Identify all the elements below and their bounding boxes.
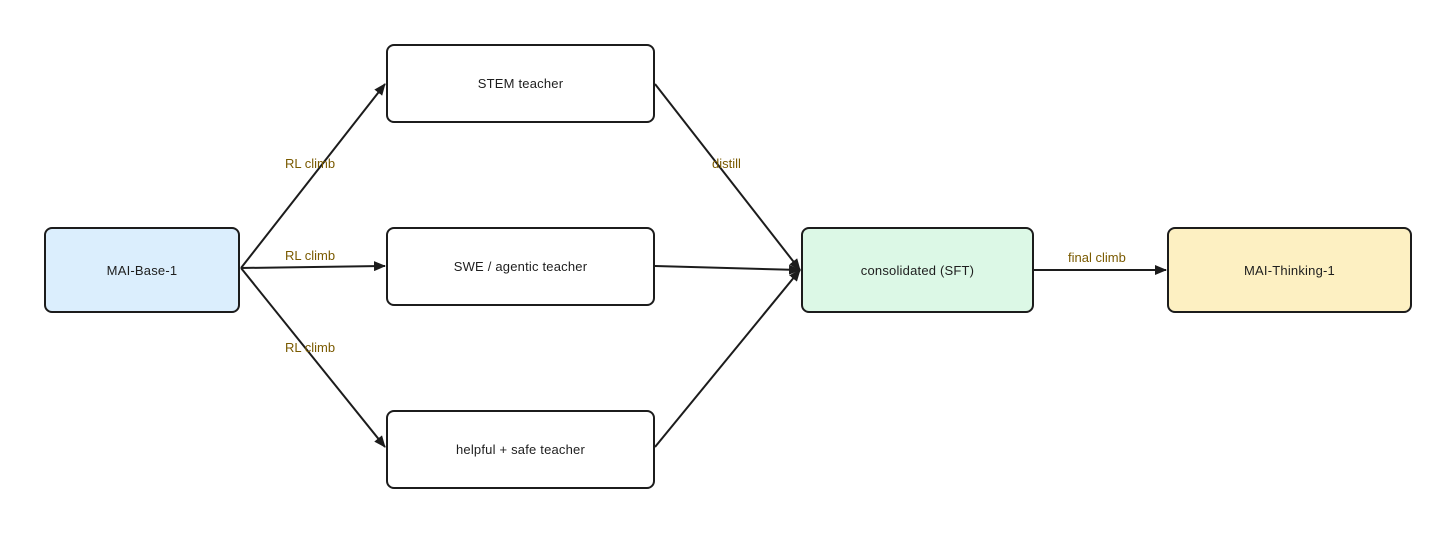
edge-base-to-helpful [240, 267, 386, 448]
edge-label-rl-climb-swe: RL climb [285, 248, 336, 263]
node-mai-thinking-1: MAI-Thinking-1 [1167, 227, 1412, 313]
edge-helpful-to-consolidated [654, 269, 801, 448]
node-mai-thinking-1-label: MAI-Thinking-1 [1244, 262, 1335, 278]
node-swe-agentic-teacher: SWE / agentic teacher [386, 227, 655, 306]
node-consolidated-sft: consolidated (SFT) [801, 227, 1034, 313]
edge-label-distill: distill [712, 156, 741, 171]
edge-swe-to-consolidated [654, 264, 801, 275]
node-helpful-safe-teacher-label: helpful + safe teacher [455, 442, 586, 457]
node-stem-teacher-label: STEM teacher [477, 76, 564, 91]
node-stem-teacher: STEM teacher [386, 44, 655, 123]
edge-label-rl-climb-helpful: RL climb [285, 340, 336, 355]
edge-stem-to-consolidated [654, 83, 801, 271]
node-mai-base-1-label: MAI-Base-1 [106, 262, 178, 278]
edge-label-rl-climb-stem: RL climb [285, 156, 336, 171]
node-swe-agentic-teacher-label: SWE / agentic teacher [453, 259, 588, 274]
edge-base-to-stem [240, 83, 386, 269]
edge-label-final-climb: final climb [1068, 250, 1126, 265]
node-consolidated-sft-label: consolidated (SFT) [860, 262, 975, 278]
edge-base-to-swe [240, 261, 386, 272]
node-helpful-safe-teacher: helpful + safe teacher [386, 410, 655, 489]
node-mai-base-1: MAI-Base-1 [44, 227, 240, 313]
